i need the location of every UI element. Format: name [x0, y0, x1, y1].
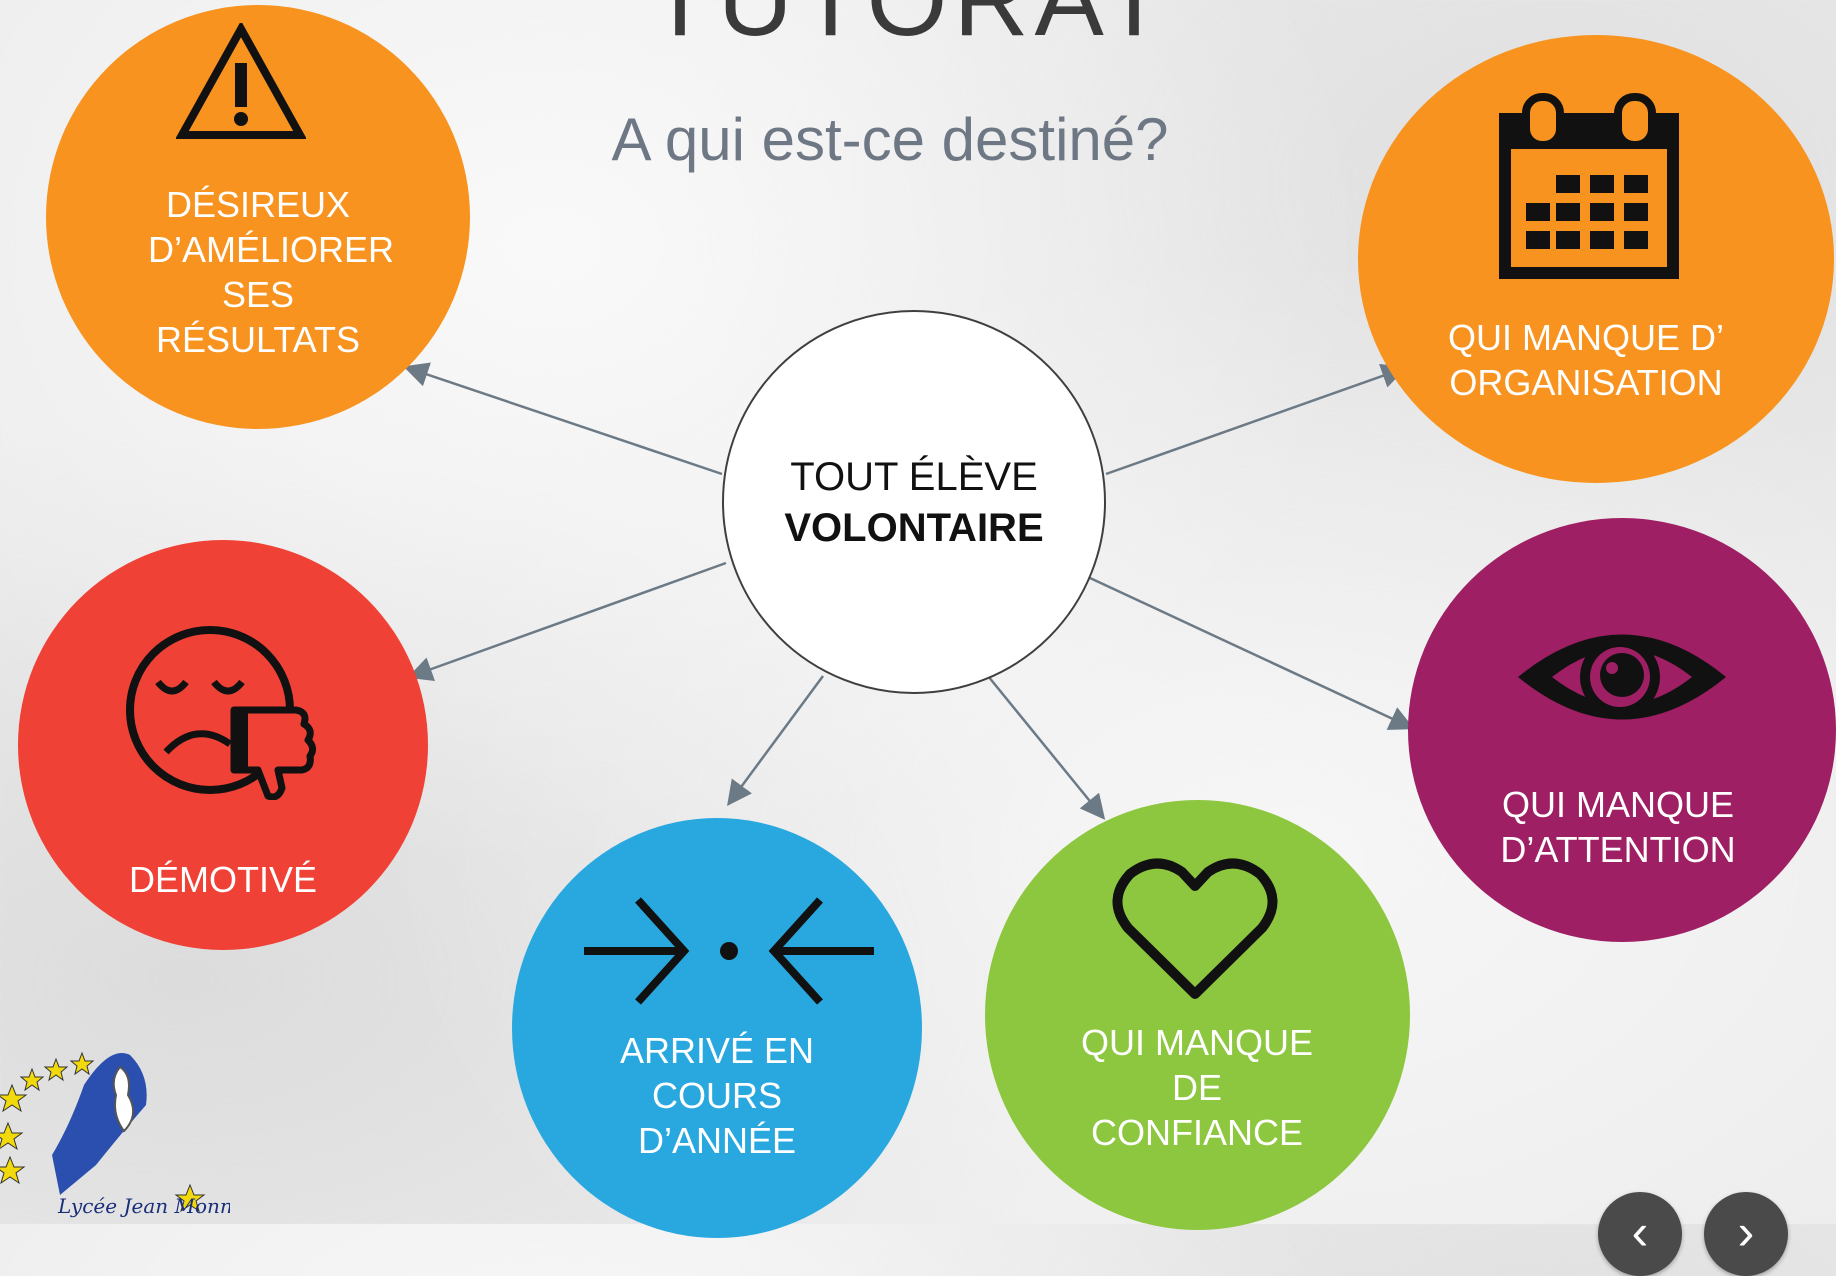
arrow-to-arrive	[727, 675, 825, 807]
calendar-icon	[1499, 93, 1679, 279]
center-node: TOUT ÉLÈVE VOLONTAIRE	[722, 310, 1106, 694]
eye-icon	[1518, 634, 1726, 720]
node-organisation-label: QUI MANQUE D’ ORGANISATION	[1447, 317, 1724, 403]
chevron-left-icon: ‹	[1631, 1204, 1649, 1260]
node-confiance-label: QUI MANQUE DE CONFIANCE	[1080, 1022, 1313, 1153]
prev-slide-button[interactable]: ‹	[1598, 1192, 1682, 1276]
node-arrive-label: ARRIVÉ EN COURS D’ANNÉE	[619, 1030, 815, 1161]
node-ameliorer: DÉSIREUX D’AMÉLIORER SES RÉSULTATS	[46, 5, 470, 429]
warning-icon	[176, 23, 306, 139]
logo-text: Lycée Jean Monnet	[57, 1194, 230, 1218]
connector-arrows	[403, 362, 1415, 820]
node-confiance: QUI MANQUE DE CONFIANCE	[985, 800, 1410, 1230]
arrow-to-demotive	[407, 561, 727, 681]
center-label: TOUT ÉLÈVE VOLONTAIRE	[724, 452, 1104, 554]
sad-thumbs-down-icon	[126, 626, 316, 800]
page-subtitle: A qui est-ce destiné?	[611, 106, 1169, 173]
center-line-1: TOUT ÉLÈVE	[790, 455, 1038, 499]
node-arrive: ARRIVÉ EN COURS D’ANNÉE	[512, 818, 922, 1238]
page-title: TUTORAT	[648, 0, 1172, 58]
heart-icon	[1112, 858, 1278, 999]
next-slide-button[interactable]: ›	[1704, 1192, 1788, 1276]
node-attention-label: QUI MANQUE D’ATTENTION	[1500, 784, 1736, 870]
chevron-right-icon: ›	[1737, 1204, 1755, 1260]
node-ameliorer-label: DÉSIREUX D’AMÉLIORER SES RÉSULTATS	[148, 184, 395, 360]
arrow-to-ameliorer	[403, 362, 723, 476]
converging-arrows-icon	[584, 897, 874, 1005]
arrow-to-organisation	[1105, 363, 1407, 476]
node-organisation: QUI MANQUE D’ ORGANISATION	[1358, 35, 1834, 483]
center-line-2: VOLONTAIRE	[784, 506, 1044, 550]
arrow-to-attention	[1089, 576, 1415, 730]
node-demotive: DÉMOTIVÉ	[18, 540, 428, 950]
school-logo: Lycée Jean Monnet	[0, 1051, 230, 1218]
node-attention: QUI MANQUE D’ATTENTION	[1408, 518, 1836, 942]
arrow-to-confiance	[987, 675, 1106, 820]
node-demotive-label: DÉMOTIVÉ	[128, 859, 317, 900]
